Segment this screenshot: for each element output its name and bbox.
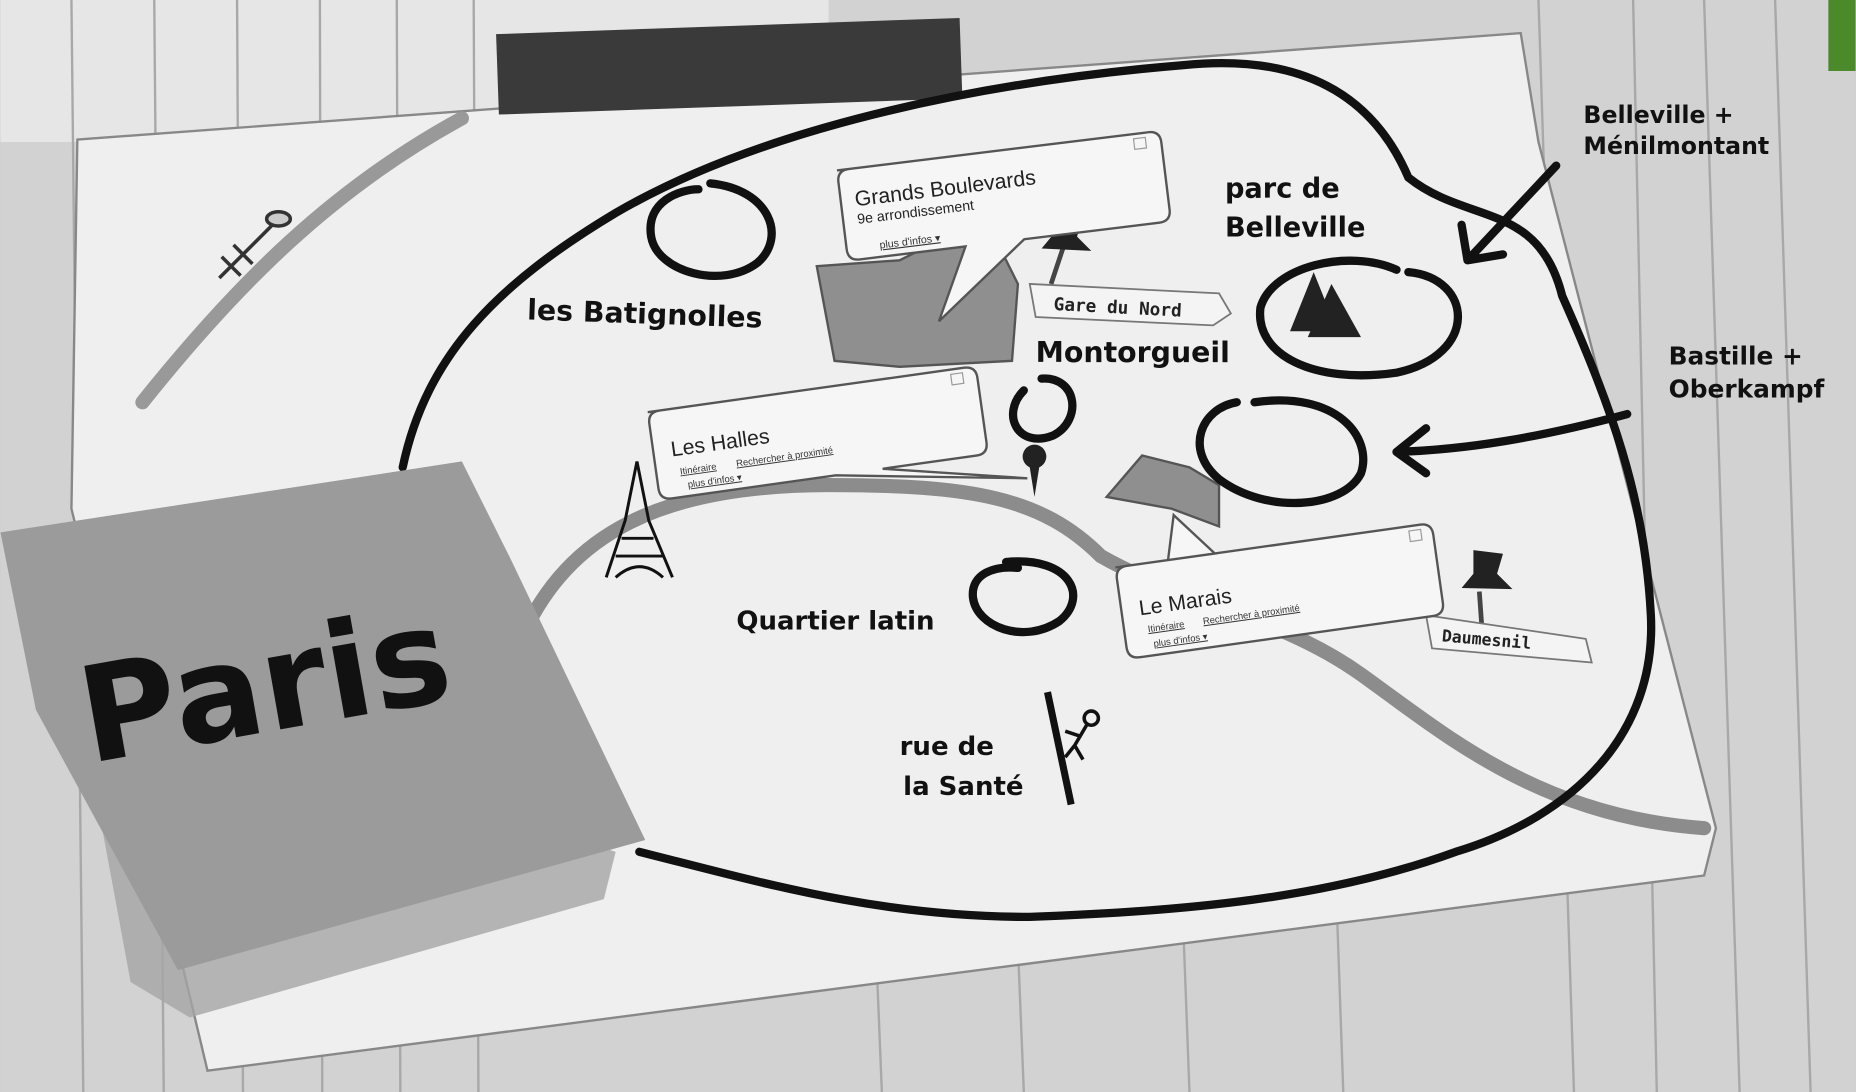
label-batignolles: les Batignolles (527, 293, 763, 334)
label-montorgueil: Montorgueil (1036, 336, 1230, 369)
circle-bastille (1195, 396, 1368, 508)
label-parc-belleville-2: Belleville (1225, 213, 1365, 244)
label-bastille-1: Bastille + (1669, 341, 1803, 370)
bubble-les-halles[interactable]: Les Halles Itinéraire Rechercher à proxi… (647, 361, 1028, 529)
close-icon[interactable] (1132, 136, 1148, 151)
bubble-le-marais[interactable]: Le Marais Itinéraire Rechercher à proxim… (1109, 480, 1445, 659)
directions-link[interactable]: Itinéraire (1147, 619, 1185, 635)
label-bastille-2: Oberkampf (1669, 375, 1826, 404)
circle-batignolles (646, 179, 776, 280)
paris-boundary (398, 58, 1656, 922)
seine-river (513, 477, 1712, 836)
close-icon[interactable] (949, 372, 965, 386)
map-marker-icon (1022, 444, 1047, 497)
close-icon[interactable] (1408, 528, 1423, 543)
label-quartier-latin: Quartier latin (736, 606, 934, 636)
bubble-grands-boulevards[interactable]: Grands Boulevards 9e arrondissement plus… (836, 130, 1180, 332)
canal-line (135, 111, 469, 410)
fish-bone-icon (218, 210, 293, 280)
circle-parc-belleville (1255, 256, 1463, 380)
circle-quartier-latin (968, 557, 1078, 637)
arrow-belleville (1457, 161, 1561, 265)
tape (496, 17, 963, 115)
tree-icon (1290, 272, 1362, 338)
district-marais (1104, 454, 1221, 529)
arrow-bastille (1392, 409, 1632, 478)
pushpin-icon (1461, 550, 1513, 590)
directions-link[interactable]: Itinéraire (679, 461, 717, 477)
label-rue-sante-2: la Santé (903, 772, 1023, 802)
label-parc-belleville-1: parc de (1225, 174, 1340, 205)
circle-montorgueil (1009, 374, 1077, 443)
pin-daumesnil: Daumesnil (1424, 550, 1593, 664)
eiffel-tower-icon (604, 461, 674, 579)
pin-gare-du-nord: Gare du Nord (1028, 210, 1233, 327)
label-rue-sante-1: rue de (900, 732, 994, 762)
street-figure-icon (1044, 691, 1101, 806)
label-belleville-1: Belleville + (1583, 101, 1733, 129)
sticky-note (0, 461, 646, 971)
label-belleville-2: Ménilmontant (1583, 132, 1769, 160)
